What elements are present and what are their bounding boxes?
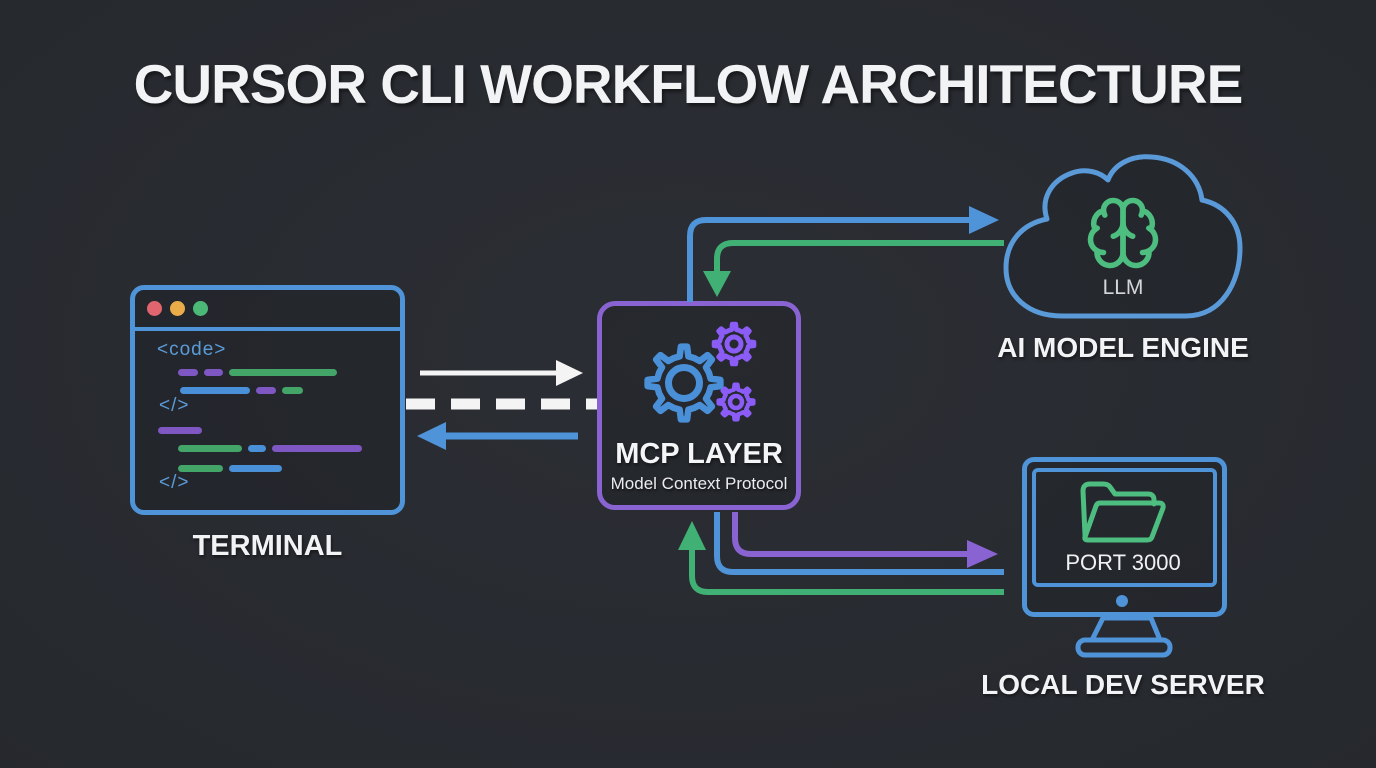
traffic-light-yellow-icon	[170, 301, 185, 316]
code-bar	[248, 445, 266, 452]
code-text: </>	[159, 472, 190, 493]
code-bar	[256, 387, 276, 394]
monitor-stand	[1089, 615, 1163, 643]
arrow-dev-server-to-mcp	[678, 521, 1004, 595]
arrow-ai-engine-to-mcp	[703, 240, 1004, 297]
code-text: </>	[159, 395, 190, 416]
line-mcp-to-dev-server	[714, 512, 1004, 575]
code-bar-row	[178, 445, 362, 452]
code-bar	[272, 445, 362, 452]
mcp-layer-title: MCP LAYER	[615, 438, 783, 470]
terminal-code: <code> </> </>	[135, 331, 400, 510]
code-bar	[178, 445, 242, 452]
ai-model-engine-label: AI MODEL ENGINE	[997, 332, 1249, 363]
terminal-titlebar	[135, 290, 400, 331]
code-bar	[229, 465, 282, 472]
llm-caption: LLM	[1102, 276, 1144, 299]
mcp-layer-box	[597, 301, 801, 510]
terminal-window: <code> </> </>	[130, 285, 405, 515]
code-bar-row	[178, 465, 282, 472]
code-bar	[229, 369, 337, 376]
mcp-layer-subtitle: Model Context Protocol	[610, 474, 788, 493]
page-title: CURSOR CLI WORKFLOW ARCHITECTURE	[133, 53, 1244, 115]
arrow-mcp-to-ai-engine	[687, 206, 999, 302]
code-bar	[204, 369, 223, 376]
code-bar	[180, 387, 250, 394]
code-bar	[282, 387, 303, 394]
code-bar-row	[158, 427, 202, 434]
traffic-light-green-icon	[193, 301, 208, 316]
arrow-mcp-to-dev-server	[732, 512, 998, 568]
arrow-terminal-to-mcp	[420, 360, 583, 386]
monitor-screen	[1032, 468, 1217, 587]
arrow-mcp-to-terminal	[417, 422, 578, 450]
local-dev-server-label: LOCAL DEV SERVER	[981, 669, 1265, 700]
port-caption: PORT 3000	[1065, 550, 1181, 575]
code-text: <code>	[157, 339, 227, 360]
monitor-base	[1075, 637, 1173, 658]
traffic-light-red-icon	[147, 301, 162, 316]
brain-icon	[1087, 197, 1159, 269]
code-bar-row	[178, 369, 337, 376]
code-bar-row	[180, 387, 303, 394]
code-bar	[178, 369, 198, 376]
terminal-label: TERMINAL	[192, 530, 343, 562]
code-bar	[158, 427, 202, 434]
code-bar	[178, 465, 223, 472]
